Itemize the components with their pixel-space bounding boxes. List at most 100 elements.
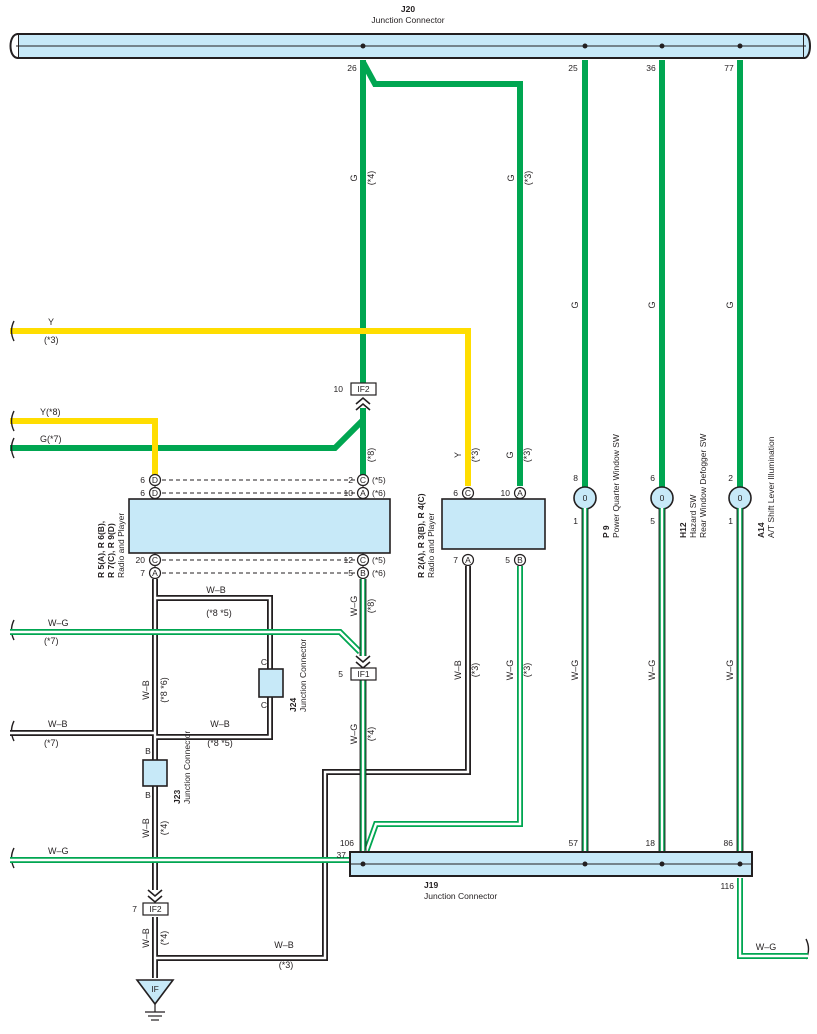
wire-label-wg-if1: W–G <box>349 596 359 617</box>
radio-left-pin-letter-br1: C <box>360 555 366 565</box>
j20-code: J20 <box>401 4 415 14</box>
lamp-a14: 0 2 1 A14 A/T Shift Lever Illumination <box>728 436 776 538</box>
wire-label-wb-radio: W–B <box>453 660 463 680</box>
lamp-a14-code: A14 <box>756 522 766 538</box>
if2-top-pin: 10 <box>334 384 344 394</box>
radio-right-label-1: R 2(A), R 3(B), R 4(C) <box>416 493 426 578</box>
radio-right-unit: C 6 A 10 A 7 B 5 R 2(A), R 3(B), R 4(C) … <box>416 486 546 578</box>
lamp-h12-code: H12 <box>678 522 688 538</box>
if2-top-connector: IF2 10 <box>334 382 377 411</box>
j20-pin-26: 26 <box>347 63 357 73</box>
j19-pin-37: 37 <box>337 850 347 860</box>
radio-right-pin-letter-b2: B <box>517 555 523 565</box>
wire-label-g-26: G <box>349 174 359 181</box>
lamp-a14-bulb-icon: 0 <box>738 493 743 503</box>
radio-right-pin-letter-b1: A <box>465 555 471 565</box>
j23-name-1: Junction Connector <box>182 731 192 804</box>
radio-right-pin-letter-t2: A <box>517 488 523 498</box>
lamp-p9-code: P 9 <box>601 525 611 538</box>
radio-left-pin-num-br2: 5 <box>348 568 353 578</box>
if1-code: IF1 <box>357 669 370 679</box>
j20-pin-77: 77 <box>724 63 734 73</box>
note-3-y: (*3) <box>44 335 59 345</box>
ground-code: IF <box>151 984 159 994</box>
lamp-a14-pin-bottom: 1 <box>728 516 733 526</box>
wire-label-wb-j24-top: W–B <box>206 585 226 595</box>
radio-left-pin-letter-br2: B <box>360 568 366 578</box>
lamp-h12-bulb-icon: 0 <box>660 493 665 503</box>
j19-code: J19 <box>424 880 438 890</box>
note-3-return: (*3) <box>279 960 294 970</box>
radio-left-pin-num-tr1: 2 <box>348 475 353 485</box>
radio-right-pin-num-t2: 10 <box>501 488 511 498</box>
lamp-a14-name: A/T Shift Lever Illumination <box>766 436 776 538</box>
note-7-wb-left: (*7) <box>44 738 59 748</box>
wire-label-g-25: G <box>570 301 580 308</box>
j19-pin-106: 106 <box>340 838 354 848</box>
radio-left-pin-letter-tl1: D <box>152 475 158 485</box>
note-8-if1: (*8) <box>366 599 376 614</box>
radio-left-pin-letter-bl2: A <box>152 568 158 578</box>
j20-name: Junction Connector <box>371 15 444 25</box>
lamp-a14-pin-top: 2 <box>728 473 733 483</box>
lamp-p9-pin-bottom: 1 <box>573 516 578 526</box>
radio-left-pin-letter-tr1: C <box>360 475 366 485</box>
lamp-h12: 0 6 5 H12 Hazard SW Rear Window Defogger… <box>650 434 708 538</box>
wire-label-wb-main: W–B <box>141 680 151 700</box>
note-4-ground: (*4) <box>159 931 169 946</box>
lamp-p9-name: Power Quarter Window SW <box>611 434 621 538</box>
radio-left-pin-num-tl1: 6 <box>140 475 145 485</box>
j19-pin-86: 86 <box>724 838 734 848</box>
left-wire-ends <box>10 320 810 960</box>
note-4-j23: (*4) <box>159 821 169 836</box>
wire-label-wg-j19: W–G <box>48 846 69 856</box>
j19-pin-57: 57 <box>569 838 579 848</box>
j19-pin-116: 116 <box>720 881 734 891</box>
lamp-h12-name: Hazard SW <box>688 495 698 538</box>
j19-junction-connector: 106 37 57 18 86 116 J19 Junction Connect… <box>337 838 753 901</box>
note-3-wb-radio: (*3) <box>470 663 480 678</box>
note-7-wg-left: (*7) <box>44 636 59 646</box>
wire-label-g7: G(*7) <box>40 434 62 444</box>
wire-label-g-radio: G <box>506 174 516 181</box>
if2-bottom-pin: 7 <box>132 904 137 914</box>
radio-left-pin-letter-bl1: C <box>152 555 158 565</box>
radio-left-pin-note-tr2: (*6) <box>372 488 386 498</box>
note-3-radio: (*3) <box>523 171 533 186</box>
radio-right-pin-num-b2: 5 <box>505 555 510 565</box>
j23-code: J23 <box>172 790 182 804</box>
j20-pin-36: 36 <box>646 63 656 73</box>
wire-label-wg-116: W–G <box>756 942 777 952</box>
wire-label-wb-return: W–B <box>274 940 294 950</box>
wg-wires <box>10 508 808 959</box>
wire-label-y-radio: Y <box>453 452 463 458</box>
lamp-h12-pin-top: 6 <box>650 473 655 483</box>
wire-label-g-77: G <box>725 301 735 308</box>
ground-symbol: IF <box>135 979 175 1021</box>
radio-left-pin-note-tr1: (*5) <box>372 475 386 485</box>
note-85-j24-top: (*8 *5) <box>206 608 232 618</box>
radio-left-pin-note-br2: (*6) <box>372 568 386 578</box>
if2-bottom-code: IF2 <box>149 904 162 914</box>
radio-left-pin-num-bl1: 20 <box>136 555 146 565</box>
note-4-below-if1: (*4) <box>366 727 376 742</box>
radio-left-label-3: Radio and Player <box>116 513 126 578</box>
wire-label-wb-ground: W–B <box>141 928 151 948</box>
j19-pin-18: 18 <box>646 838 656 848</box>
if1-connector: IF1 5 <box>338 655 377 681</box>
note-3-g-radio2: (*3) <box>522 448 532 463</box>
radio-left-label-1: R 5(A), R 6(B), <box>96 521 106 578</box>
wire-label-g-36: G <box>647 301 657 308</box>
j24-pin-top: C <box>261 657 267 667</box>
radio-right-pin-num-t1: 6 <box>453 488 458 498</box>
j23-pin-top: B <box>145 746 151 756</box>
if2-top-code: IF2 <box>357 384 370 394</box>
if2-bottom-connector: IF2 7 <box>132 889 169 916</box>
j23-pin-bottom: B <box>145 790 151 800</box>
if1-pin: 5 <box>338 669 343 679</box>
wire-label-wb-left: W–B <box>48 719 68 729</box>
lamp-h12-pin-bottom: 5 <box>650 516 655 526</box>
lamp-p9-pin-top: 8 <box>573 473 578 483</box>
j23-junction-connector: B B J23 Junction Connector <box>142 731 192 804</box>
radio-left-pin-num-tl2: 6 <box>140 488 145 498</box>
